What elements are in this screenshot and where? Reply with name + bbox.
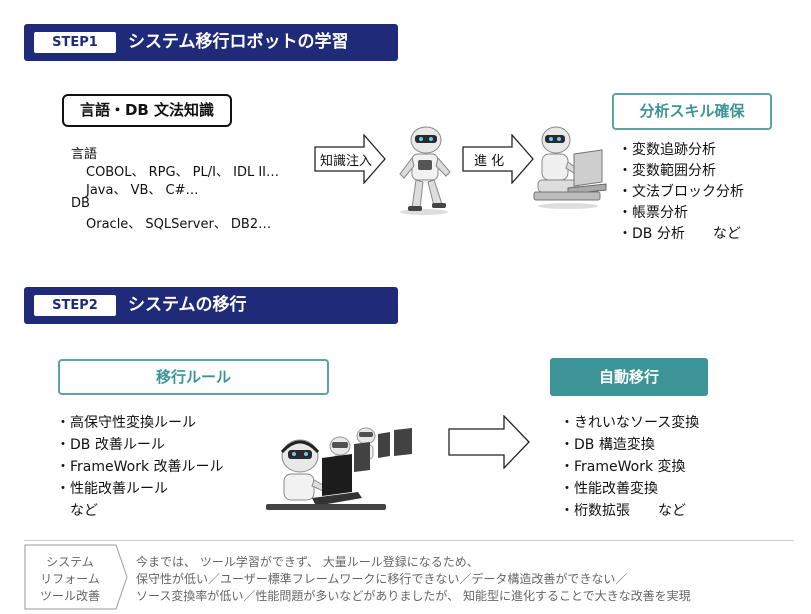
footer-line: ソース変換率が低い／性能問題が多いなどがありましたが、 知能型に進化することで大… (136, 589, 691, 603)
knowledge-arrow (314, 134, 386, 184)
auto-item: ・性能改善変換 (560, 481, 658, 497)
footer-line: 今までは、 ツール学習ができず、 大量ルール登録になるため、 (136, 555, 479, 569)
rule-item: ・FrameWork 改善ルール (56, 459, 224, 475)
rule-item: ・高保守性変換ルール (56, 415, 196, 431)
knowledge-arrow-label: 知識注入 (320, 154, 373, 169)
auto-item: ・DB 構造変換 (560, 437, 655, 453)
evolution-arrow (462, 134, 534, 184)
skill-box: 分析スキル確保 (612, 93, 772, 130)
footer-label-line: リフォーム (40, 572, 100, 586)
skill-item: ・帳票分析 (618, 205, 688, 221)
rule-item: など (56, 503, 98, 519)
skill-item: ・文法ブロック分析 (618, 184, 744, 200)
auto-box: 自動移行 (550, 358, 708, 396)
step2-title: システムの移行 (128, 295, 247, 315)
auto-item: ・きれいなソース変換 (560, 415, 700, 431)
db-heading: DB (71, 196, 90, 211)
rule-item: ・DB 改善ルール (56, 437, 165, 453)
evolution-arrow-label: 進 化 (474, 154, 505, 169)
footer-rule (24, 540, 794, 541)
skill-item: ・DB 分析 など (618, 226, 741, 242)
step2-badge: STEP2 (34, 295, 116, 316)
auto-item: ・FrameWork 変換 (560, 459, 686, 475)
step1-badge: STEP1 (34, 32, 116, 53)
rule-item: ・性能改善ルール (56, 481, 168, 497)
auto-item: ・桁数拡張 など (560, 503, 686, 519)
robot-icon (399, 126, 451, 215)
knowledge-box: 言語・DB 文法知識 (62, 94, 232, 127)
footer-label-line: ツール改善 (39, 589, 100, 603)
migration-arrow (448, 415, 530, 469)
robot-laptop-icon (533, 126, 607, 209)
footer-line: 保守性が低い／ユーザー標準フレームワークに移行できない／データ構造改善ができない… (136, 572, 628, 586)
lang-line2: Java、 VB、 C#… (86, 183, 199, 198)
step1-banner: STEP1 システム移行ロボットの学習 (24, 24, 398, 61)
skill-item: ・変数追跡分析 (618, 142, 716, 158)
lang-line1: COBOL、 RPG、 PL/I、 IDL II… (86, 165, 280, 180)
step2-banner: STEP2 システムの移行 (24, 287, 398, 324)
footer-label-line: システム (46, 555, 94, 569)
robots-at-computers-icon (266, 427, 412, 510)
rules-box: 移行ルール (58, 359, 329, 395)
skill-item: ・変数範囲分析 (618, 163, 716, 179)
step1-title: システム移行ロボットの学習 (128, 32, 349, 52)
footer-label-arrow (24, 544, 128, 610)
db-line1: Oracle、 SQLServer、 DB2… (86, 217, 272, 232)
lang-heading: 言語 (71, 147, 98, 162)
